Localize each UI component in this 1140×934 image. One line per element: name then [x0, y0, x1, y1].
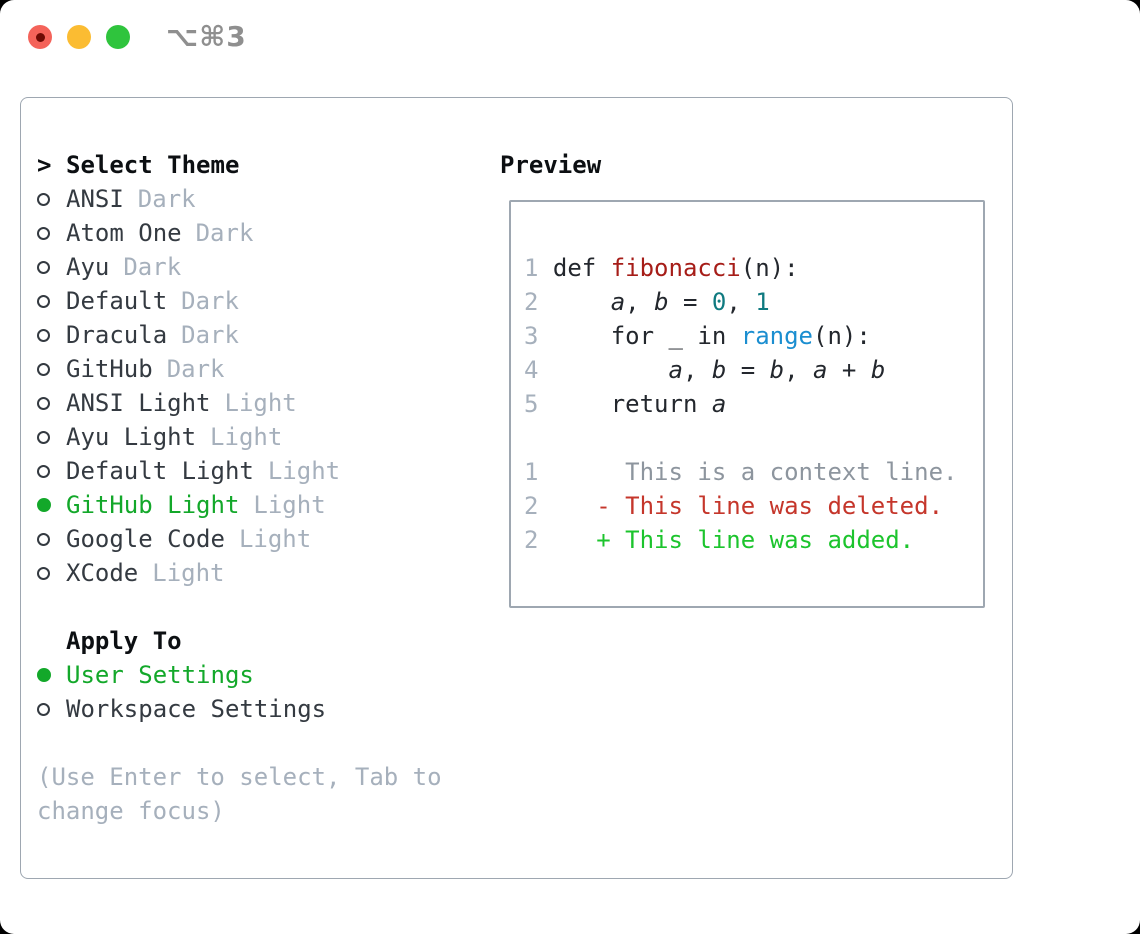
keyboard-hint-line-1: (Use Enter to select, Tab to — [37, 763, 442, 791]
code-line: 1 This is a context line. — [524, 458, 958, 486]
spacer — [37, 726, 442, 760]
code-line: 3 for _ in range(n): — [524, 322, 871, 350]
theme-option-ansi-light-light[interactable]: ANSI Light Light — [37, 386, 442, 420]
apply-option-user-settings[interactable]: User Settings — [37, 658, 442, 692]
preview-code-box: 1 def fibonacci(n): 2 a, b = 0, 1 3 for _ … — [509, 200, 985, 608]
theme-name: GitHub — [66, 355, 153, 383]
code-line: 1 def fibonacci(n): — [524, 254, 799, 282]
theme-variant: Dark — [181, 287, 239, 315]
select-theme-title: Select Theme — [66, 151, 240, 179]
code-line: 2 - This line was deleted. — [524, 492, 944, 520]
theme-option-ayu-dark[interactable]: Ayu Dark — [37, 250, 442, 284]
theme-variant: Light — [224, 389, 297, 417]
theme-variant: Light — [253, 491, 326, 519]
radio-icon — [37, 566, 50, 580]
theme-variant: Light — [152, 559, 225, 587]
radio-selected-icon — [37, 498, 51, 512]
theme-option-ayu-light-light[interactable]: Ayu Light Light — [37, 420, 442, 454]
radio-selected-icon — [37, 668, 51, 682]
theme-variant: Dark — [195, 219, 254, 247]
apply-to-header: Apply To — [37, 624, 442, 658]
close-dot-icon — [35, 32, 45, 42]
theme-option-ansi-dark[interactable]: ANSI Dark — [37, 182, 442, 216]
theme-name: Default Light — [66, 457, 254, 485]
radio-icon — [37, 362, 50, 376]
radio-icon — [37, 226, 50, 240]
code-preview: 1 def fibonacci(n): 2 a, b = 0, 1 3 for _ … — [511, 202, 983, 557]
code-line: 2 + This line was added. — [524, 526, 915, 554]
radio-icon — [37, 396, 50, 410]
theme-name: ANSI — [66, 185, 124, 213]
theme-name: GitHub Light — [66, 491, 240, 519]
theme-option-xcode-light[interactable]: XCode Light — [37, 556, 442, 590]
minimize-button[interactable] — [67, 25, 91, 49]
theme-variant: Dark — [166, 355, 225, 383]
theme-option-google-code-light[interactable]: Google Code Light — [37, 522, 442, 556]
preview-title: Preview — [500, 151, 602, 179]
theme-variant: Light — [210, 423, 283, 451]
radio-icon — [37, 328, 50, 342]
close-button[interactable] — [28, 25, 52, 49]
theme-variant: Dark — [181, 321, 239, 349]
spacer — [37, 590, 442, 624]
theme-option-default-light-light[interactable]: Default Light Light — [37, 454, 442, 488]
radio-icon — [37, 702, 50, 716]
theme-option-github-dark[interactable]: GitHub Dark — [37, 352, 442, 386]
theme-name: Default — [66, 287, 168, 315]
theme-name: ANSI Light — [66, 389, 211, 417]
code-line: 4 a, b = b, a + b — [524, 356, 886, 384]
theme-option-default-dark[interactable]: Default Dark — [37, 284, 442, 318]
code-line: 5 return a — [524, 390, 727, 418]
titlebar: ⌥⌘3 — [0, 0, 1140, 97]
select-theme-header: > Select Theme — [37, 148, 442, 182]
theme-option-dracula-dark[interactable]: Dracula Dark — [37, 318, 442, 352]
theme-name: Atom One — [66, 219, 182, 247]
radio-icon — [37, 260, 50, 274]
radio-icon — [37, 192, 50, 206]
code-line: 2 a, b = 0, 1 — [524, 288, 770, 316]
theme-variant: Dark — [137, 185, 196, 213]
radio-icon — [37, 294, 50, 308]
radio-icon — [37, 430, 50, 444]
radio-icon — [37, 532, 50, 546]
theme-variant: Light — [238, 525, 312, 553]
theme-option-github-light-light[interactable]: GitHub Light Light — [37, 488, 442, 522]
zoom-button[interactable] — [106, 25, 130, 49]
theme-name: Ayu Light — [66, 423, 197, 451]
apply-option-workspace-settings[interactable]: Workspace Settings — [37, 692, 442, 726]
theme-option-atom-one-dark[interactable]: Atom One Dark — [37, 216, 442, 250]
window-title: ⌥⌘3 — [166, 20, 247, 53]
theme-name: Dracula — [66, 321, 168, 349]
theme-name: Google Code — [66, 525, 225, 553]
apply-option-label: User Settings — [66, 661, 254, 689]
apply-to-title: Apply To — [66, 627, 182, 655]
theme-variant: Dark — [123, 253, 182, 281]
theme-name: XCode — [66, 559, 139, 587]
code-line — [524, 421, 983, 455]
theme-variant: Light — [267, 457, 341, 485]
apply-option-label: Workspace Settings — [66, 695, 327, 723]
keyboard-hint-line-2: change focus) — [37, 797, 225, 825]
prompt-icon: > — [37, 151, 52, 179]
theme-name: Ayu — [66, 253, 110, 281]
radio-icon — [37, 464, 50, 478]
